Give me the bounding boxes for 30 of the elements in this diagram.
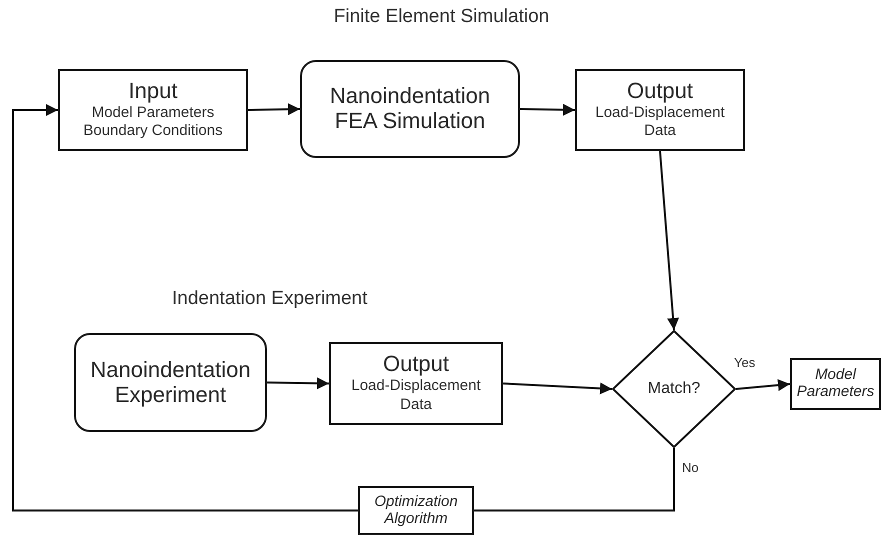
data-box <box>790 358 881 410</box>
arrow <box>659 150 680 330</box>
edge-label: No <box>680 460 701 475</box>
section-heading: Indentation Experiment <box>172 288 368 310</box>
node-detail: Model Parameters Boundary Conditions <box>82 104 224 142</box>
arrow <box>736 379 790 392</box>
arrow <box>248 103 300 116</box>
process-box <box>74 333 267 432</box>
arrow <box>520 104 576 116</box>
arrow <box>266 377 330 390</box>
node-title: Optimization Algorithm <box>373 494 459 528</box>
process-box <box>300 60 520 158</box>
data-box <box>329 342 503 425</box>
node-detail: Load-Displacement Data <box>594 104 726 142</box>
node-title: Model Parameters <box>796 367 875 401</box>
node-title: Match? <box>648 380 700 398</box>
node-title: Nanoindentation FEA Simulation <box>328 84 492 134</box>
data-box <box>575 69 745 151</box>
arrow <box>12 104 358 512</box>
node-title: Nanoindentation Experiment <box>89 358 252 408</box>
data-box <box>58 69 248 151</box>
data-box <box>358 486 474 535</box>
node-detail: Load-Displacement Data <box>350 377 482 415</box>
node-title: Input <box>128 78 178 104</box>
node-title: Output <box>626 78 694 104</box>
arrow <box>502 382 612 394</box>
diagram-title: Finite Element Simulation <box>332 6 550 28</box>
connector-line <box>474 448 675 512</box>
edge-label: Yes <box>732 355 758 370</box>
node-title: Output <box>382 352 450 378</box>
